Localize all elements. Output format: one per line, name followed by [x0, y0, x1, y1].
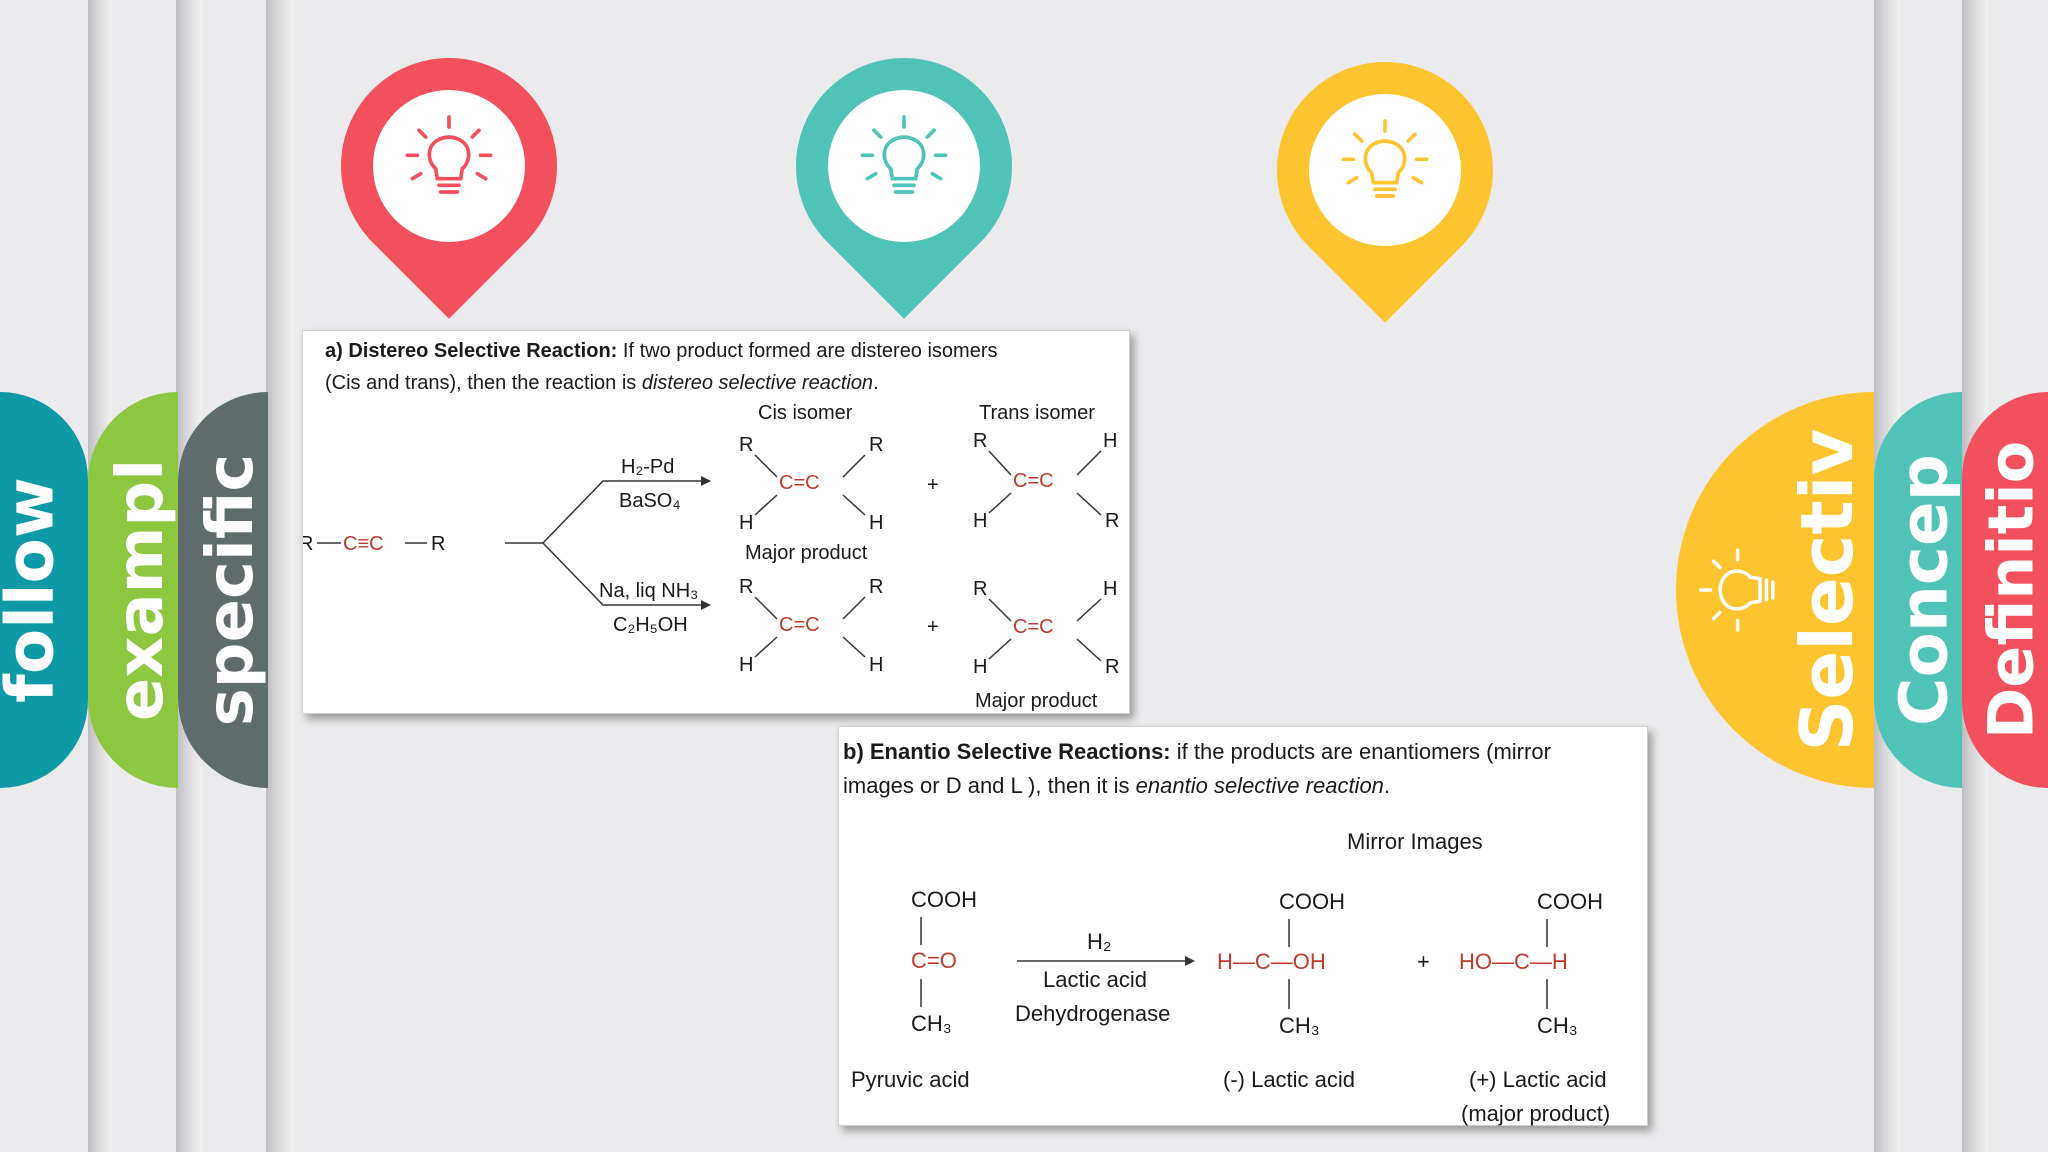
mirror-images-label: Mirror Images [1347, 829, 1483, 854]
lightbulb-icon [1341, 119, 1429, 198]
atom-r: R [869, 434, 883, 456]
plus-lactic-label: (+) Lactic acid [1469, 1067, 1607, 1092]
double-bond: C=C [1013, 470, 1054, 492]
right-tab-label: Definitio [1974, 440, 2048, 740]
left-tab-exampl[interactable]: exampl [88, 392, 178, 788]
right-tab-label: Selectiv [1785, 428, 1869, 752]
card-a-title: a) Distereo Selective Reaction: If two p… [325, 340, 998, 362]
carbonyl-group: C=O [911, 948, 957, 973]
trans-isomer-label: Trans isomer [979, 402, 1095, 424]
atom-h: H [973, 510, 987, 532]
major-product-label: Major product [975, 690, 1098, 712]
card-b-title: b) Enantio Selective Reactions: if the p… [843, 739, 1551, 764]
enzyme-label-2: Dehydrogenase [1015, 1001, 1170, 1026]
atom-h: H [1103, 578, 1117, 600]
atom-r: R [1105, 510, 1119, 532]
major-product-label: Major product [745, 542, 868, 564]
plus-lactic-core: HO—C—H [1459, 949, 1568, 974]
lightbulb-icon [405, 115, 493, 194]
atom-h: H [1103, 430, 1117, 452]
ch3-group: CH₃ [911, 1011, 952, 1036]
atom-r: R [973, 578, 987, 600]
atom-r: R [739, 576, 753, 598]
right-tab-concep[interactable]: Concep [1874, 392, 1962, 788]
right-tab-definitio[interactable]: Definitio [1962, 392, 2048, 788]
left-tab-label: specific [194, 453, 268, 727]
plus-sign: + [927, 474, 939, 496]
atom-r: R [973, 430, 987, 452]
minus-lactic-core: H—C—OH [1217, 949, 1326, 974]
atom-h: H [973, 656, 987, 678]
reagent-h2-pd: H₂-Pd [621, 456, 674, 478]
left-tab-label: exampl [104, 458, 178, 722]
cis-isomer-label: Cis isomer [758, 402, 853, 424]
pyruvic-acid-label: Pyruvic acid [851, 1067, 970, 1092]
lightbulb-icon [860, 115, 948, 194]
atom-h: H [869, 512, 883, 534]
reactant-r-right: R [431, 533, 445, 555]
double-bond: C=C [1013, 616, 1054, 638]
atom-h: H [869, 654, 883, 676]
distereo-reaction-card: a) Distereo Selective Reaction: If two p… [302, 330, 1130, 714]
left-tab-specific[interactable]: specific [178, 392, 268, 788]
atom-r: R [869, 576, 883, 598]
double-bond: C=C [779, 614, 820, 636]
minus-lactic-label: (-) Lactic acid [1223, 1067, 1355, 1092]
enantio-reaction-card: b) Enantio Selective Reactions: if the p… [838, 726, 1648, 1126]
atom-r: R [739, 434, 753, 456]
left-tab-follow[interactable]: follow [0, 392, 88, 788]
h2-reagent: H₂ [1087, 929, 1111, 954]
cooh-group: COOH [1537, 889, 1603, 914]
plus-sign: + [1417, 949, 1430, 974]
cooh-group: COOH [911, 887, 977, 912]
double-bond: C=C [779, 472, 820, 494]
atom-r: R [1105, 656, 1119, 678]
card-b-subtitle: images or D and L ), then it is enantio … [843, 773, 1390, 798]
right-tab-selectiv[interactable]: Selectiv [1676, 392, 1874, 788]
left-tab-label: follow [0, 477, 69, 703]
reactant-r-left: R [303, 533, 313, 555]
ch3-group: CH₃ [1537, 1013, 1578, 1038]
atom-h: H [739, 512, 753, 534]
background-strip [266, 0, 294, 1152]
plus-sign: + [927, 616, 939, 638]
card-a-subtitle: (Cis and trans), then the reaction is di… [325, 372, 879, 394]
cooh-group: COOH [1279, 889, 1345, 914]
right-tab-label: Concep [1885, 454, 1963, 726]
enzyme-label-1: Lactic acid [1043, 967, 1147, 992]
reagent-ethanol: C₂H₅OH [613, 614, 688, 636]
reagent-baso4: BaSO₄ [619, 490, 681, 512]
ch3-group: CH₃ [1279, 1013, 1320, 1038]
reagent-na-nh3: Na, liq NH₃ [599, 580, 698, 602]
major-product-label: (major product) [1461, 1101, 1610, 1126]
atom-h: H [739, 654, 753, 676]
reactant-alkyne: C≡C [343, 533, 384, 555]
lightbulb-icon [1699, 548, 1775, 632]
